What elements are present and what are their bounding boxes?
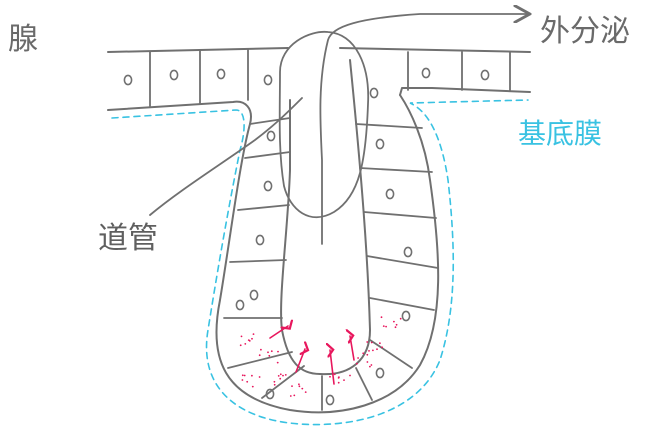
- nucleus: [256, 235, 263, 244]
- secretion-dot: [278, 375, 280, 377]
- duct-label: 道管: [98, 213, 158, 257]
- secretion-dot: [381, 346, 383, 348]
- secretion-arrow: [350, 336, 354, 360]
- secretion-dot: [356, 363, 358, 365]
- secretion-dot: [267, 351, 269, 353]
- secretion-dot: [379, 342, 381, 344]
- duct-and-vesicle: [150, 14, 528, 244]
- secretion-dot: [240, 344, 242, 346]
- secretion-dot: [367, 361, 369, 363]
- secretion-dot: [274, 381, 276, 383]
- secretion-dot: [241, 336, 243, 338]
- nucleus: [376, 139, 383, 148]
- secretion-dot: [357, 357, 359, 359]
- secretion-dot: [251, 338, 253, 340]
- secretion-dot: [260, 349, 262, 351]
- nucleus: [250, 290, 257, 299]
- secretion-dot: [383, 325, 385, 327]
- nucleus: [124, 75, 131, 84]
- secretion-dot: [368, 350, 370, 352]
- secretion-dot: [372, 350, 374, 352]
- basement-membrane-label: 基底膜: [518, 112, 602, 152]
- secretion-dot: [285, 374, 287, 376]
- secretion-dot: [253, 333, 255, 335]
- nucleus: [267, 131, 274, 140]
- nucleus: [217, 69, 224, 78]
- secretion-dot: [343, 379, 345, 381]
- secretion-dot: [248, 339, 250, 341]
- gland-lumen-wall: [281, 60, 370, 374]
- secretion-dot: [293, 395, 295, 397]
- secretion-dot: [277, 351, 279, 353]
- secretion-dot: [259, 354, 261, 356]
- secretion-dot: [395, 326, 397, 328]
- nucleus: [264, 75, 271, 84]
- secretion-dot: [277, 362, 279, 364]
- secretion-dot: [299, 385, 301, 387]
- secretion-dots: [240, 316, 402, 397]
- secretion-dot: [301, 388, 303, 390]
- secretion-dot: [244, 343, 246, 345]
- nucleus: [370, 88, 377, 97]
- secretion-dot: [280, 373, 282, 375]
- secretion-dot: [338, 376, 340, 378]
- secretion-dot: [385, 326, 387, 328]
- secretion-dot: [251, 375, 253, 377]
- epithelium: [108, 48, 530, 412]
- secretion-dot: [371, 342, 373, 344]
- secretion-label: 外分泌: [540, 6, 630, 50]
- secretion-dot: [369, 366, 371, 368]
- cell-nuclei: [124, 68, 488, 404]
- surface-apical-left: [108, 48, 288, 52]
- secretion-dot: [349, 375, 351, 377]
- secretion-dot: [244, 375, 246, 377]
- secretion-dot: [393, 321, 395, 323]
- secretion-dot: [279, 378, 281, 380]
- nucleus: [264, 181, 271, 190]
- secretion-dot: [271, 350, 273, 352]
- secretion-dot: [305, 391, 307, 393]
- secretion-dot: [274, 384, 276, 386]
- nucleus: [386, 189, 393, 198]
- nucleus: [326, 395, 333, 404]
- secretion-dot: [291, 385, 293, 387]
- basement-membrane-line: [112, 100, 528, 425]
- title-label: 腺: [8, 14, 38, 58]
- surface-apical-right: [340, 48, 530, 52]
- secretion-dot: [252, 386, 254, 388]
- secretion-arrow: [270, 326, 288, 338]
- secretion-dot: [298, 383, 300, 385]
- secretion-dot: [376, 348, 378, 350]
- secretion-dot: [366, 354, 368, 356]
- nucleus: [422, 68, 429, 77]
- nucleus: [404, 247, 411, 256]
- secretion-dot: [371, 364, 373, 366]
- secretion-dot: [362, 352, 364, 354]
- secretion-dot: [242, 374, 244, 376]
- secretion-dot: [381, 316, 383, 318]
- secretion-arrow: [330, 350, 334, 384]
- secretion-dot: [334, 373, 336, 375]
- nucleus: [402, 311, 409, 320]
- secretion-dot: [246, 381, 248, 383]
- secretion-dot: [329, 376, 331, 378]
- secretion-dot: [242, 379, 244, 381]
- nucleus: [481, 70, 488, 79]
- secretion-dot: [290, 395, 292, 397]
- nucleus: [170, 70, 177, 79]
- nucleus: [236, 300, 243, 309]
- secretion-dot: [366, 341, 368, 343]
- secretion-dot: [282, 375, 284, 377]
- secretion-dot: [396, 324, 398, 326]
- secretion-dot: [259, 376, 261, 378]
- secretion-dot: [400, 318, 402, 320]
- secretion-dot: [338, 382, 340, 384]
- secretion-dot: [268, 355, 270, 357]
- nucleus: [376, 368, 383, 377]
